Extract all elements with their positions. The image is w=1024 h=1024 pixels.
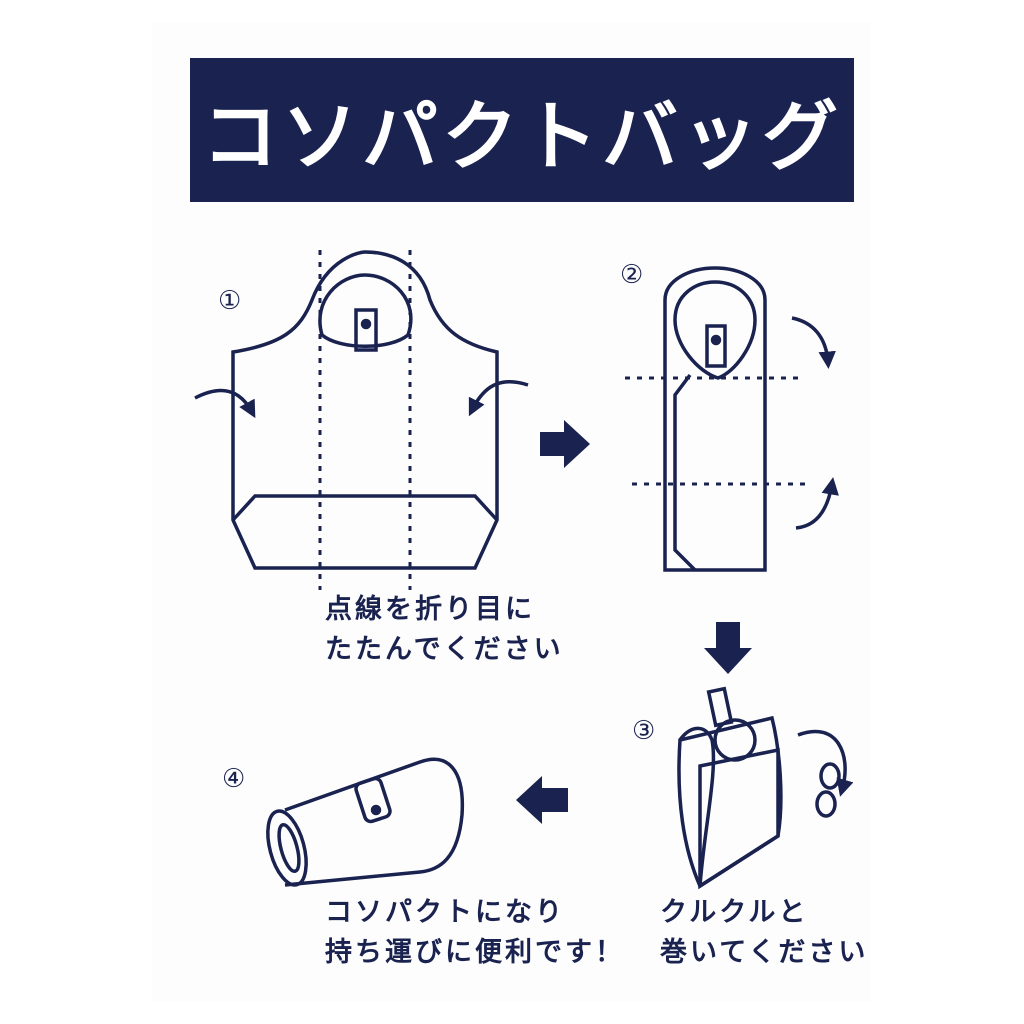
arrow-down-icon <box>704 622 752 674</box>
step4-bag-illustration <box>266 757 465 887</box>
motion-loop <box>815 790 837 818</box>
curved-arrow-icon <box>797 729 854 797</box>
step1-caption: 点線を折り目に たたんでください <box>325 590 564 670</box>
step-number-1: ① <box>218 286 242 316</box>
bag-handle-hole <box>318 273 413 348</box>
roll-front-panel <box>698 747 780 890</box>
step-number-3: ③ <box>632 716 656 746</box>
step3-caption: クルクルと 巻いてください <box>660 893 868 973</box>
curved-arrow-icon <box>791 316 836 369</box>
roll-end-inner <box>277 822 301 874</box>
bag-bottom-fold <box>231 494 499 522</box>
folded-bag-outline <box>663 266 767 572</box>
roll-end-outer <box>266 809 308 887</box>
snap-button <box>370 804 382 816</box>
inner-fold-edge <box>673 373 697 572</box>
step2-bag-illustration <box>625 266 839 572</box>
bag-outline <box>231 250 499 570</box>
caption-line: 巻いてください <box>660 937 869 968</box>
caption-line: たたんでください <box>325 634 564 665</box>
roll-curl <box>678 726 716 887</box>
snap-button <box>360 318 372 330</box>
snap-tab <box>705 324 727 368</box>
snap-tab <box>354 308 378 352</box>
step-number-4: ④ <box>222 764 246 794</box>
roll-core <box>713 718 757 762</box>
roll-body <box>284 757 465 887</box>
snap-tab <box>354 776 392 824</box>
page-title: コソパクトバッグ <box>202 92 842 181</box>
motion-loop <box>819 762 841 790</box>
curved-arrow-icon <box>795 477 839 530</box>
step-number-2: ② <box>620 260 644 290</box>
snap-tab <box>706 686 734 728</box>
step4-caption: コソパクトになり 持ち運びに便利です！ <box>325 893 625 973</box>
arrow-left-icon <box>516 776 568 824</box>
bag-handle-hole <box>673 280 757 380</box>
step3-bag-illustration <box>677 686 854 890</box>
caption-line: コソパクトになり <box>325 897 565 928</box>
curved-arrow-icon <box>468 380 529 417</box>
caption-line: 点線を折り目に <box>325 594 535 625</box>
roll-outer <box>677 715 783 889</box>
caption-line: クルクルと <box>660 897 809 928</box>
arrow-right-icon <box>540 420 590 468</box>
step1-bag-illustration <box>194 250 529 590</box>
snap-button <box>710 334 722 346</box>
title-banner: コソパクトバッグ <box>190 58 854 202</box>
caption-line: 持ち運びに便利です！ <box>325 937 625 968</box>
curved-arrow-icon <box>194 388 256 419</box>
